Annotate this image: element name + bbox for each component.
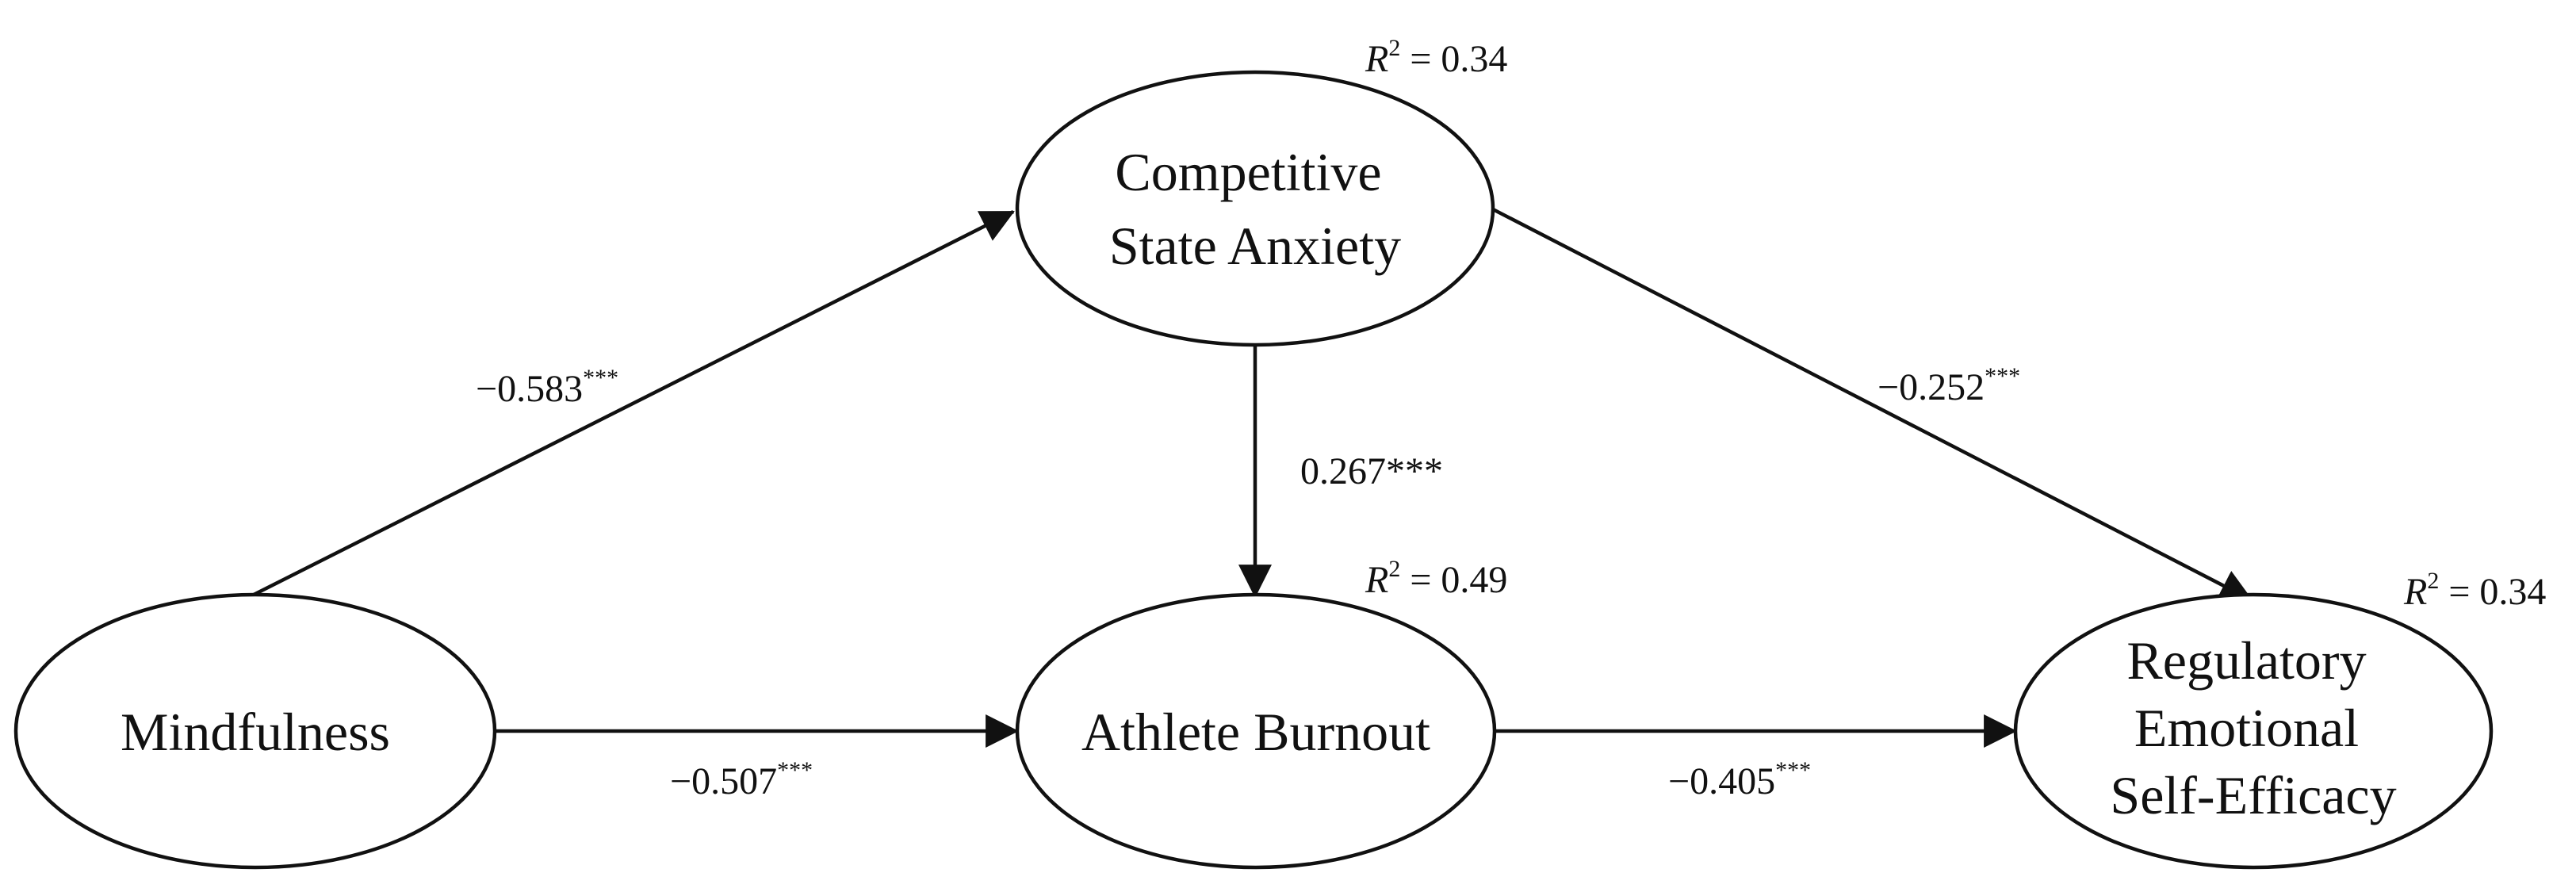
coef-anxiety-to-burnout: 0.267*** (1300, 450, 1443, 492)
r-squared-anxiety-value: 0.34 (1441, 38, 1507, 80)
r-squared-anxiety-equals: = (1400, 38, 1441, 80)
coef-burnout-to-efficacy-sig: *** (1775, 757, 1811, 783)
node-efficacy-label-line-3: Self-Efficacy (2110, 765, 2396, 825)
r-squared-burnout-exponent: 2 (1388, 556, 1400, 582)
r-squared-burnout-symbol: R (1365, 559, 1388, 601)
r-squared-efficacy-value: 0.34 (2479, 571, 2546, 613)
node-mindfulness: Mindfulness (13, 592, 497, 870)
node-efficacy-label-line-1: Regulatory (2126, 630, 2366, 691)
r-squared-efficacy-equals: = (2439, 571, 2479, 613)
node-efficacy-shape (2013, 592, 2494, 870)
coef-mindfulness-to-anxiety: −0.583*** (476, 365, 618, 410)
coef-mindfulness-to-anxiety-value: −0.583 (476, 368, 583, 410)
node-efficacy-label-line-2: Emotional (2134, 698, 2359, 758)
r-squared-burnout: R2 = 0.49 (1365, 556, 1507, 601)
coef-mindfulness-to-burnout: −0.507*** (670, 757, 813, 802)
node-burnout-label: Athlete Burnout (1081, 702, 1430, 762)
coef-mindfulness-to-burnout-sig: *** (777, 757, 813, 783)
coef-anxiety-to-efficacy: −0.252*** (1877, 363, 2020, 408)
r-squared-efficacy-symbol: R (2403, 571, 2427, 613)
node-efficacy-label: Regulatory Emotional Self-Efficacy (2110, 630, 2396, 825)
edge-anxiety-to-efficacy (1491, 207, 2253, 603)
node-anxiety-label: Competitive State Anxiety (1109, 142, 1401, 276)
coef-anxiety-to-burnout-value: 0.267 (1300, 450, 1386, 492)
node-regulatory-emotional-self-efficacy: Regulatory Emotional Self-Efficacy (2013, 592, 2494, 870)
coef-burnout-to-efficacy-value: −0.405 (1668, 760, 1775, 802)
node-competitive-state-anxiety: Competitive State Anxiety (1015, 70, 1495, 347)
r-squared-anxiety-symbol: R (1365, 38, 1388, 80)
coef-anxiety-to-efficacy-value: −0.252 (1877, 366, 1985, 408)
coef-mindfulness-to-burnout-value: −0.507 (670, 760, 777, 802)
r-squared-efficacy: R2 = 0.34 (2403, 568, 2546, 613)
r-squared-burnout-value: 0.49 (1441, 559, 1507, 601)
coef-anxiety-to-burnout-sig: *** (1386, 450, 1443, 492)
r-squared-efficacy-exponent: 2 (2427, 568, 2439, 594)
node-anxiety-shape (1015, 70, 1495, 347)
node-anxiety-label-line-2: State Anxiety (1109, 216, 1401, 276)
coef-anxiety-to-efficacy-sig: *** (1985, 363, 2020, 389)
node-mindfulness-shape (13, 592, 497, 870)
node-athlete-burnout: Athlete Burnout (1015, 592, 1497, 870)
r-squared-anxiety: R2 = 0.34 (1365, 35, 1507, 80)
coef-burnout-to-efficacy: −0.405*** (1668, 757, 1811, 802)
node-mindfulness-label: Mindfulness (121, 702, 390, 762)
edge-mindfulness-to-anxiety (252, 209, 1015, 597)
r-squared-burnout-equals: = (1400, 559, 1441, 601)
coef-mindfulness-to-anxiety-sig: *** (583, 365, 618, 391)
r-squared-anxiety-exponent: 2 (1388, 35, 1400, 61)
node-anxiety-label-line-1: Competitive (1115, 142, 1381, 202)
node-burnout-shape (1015, 592, 1497, 870)
